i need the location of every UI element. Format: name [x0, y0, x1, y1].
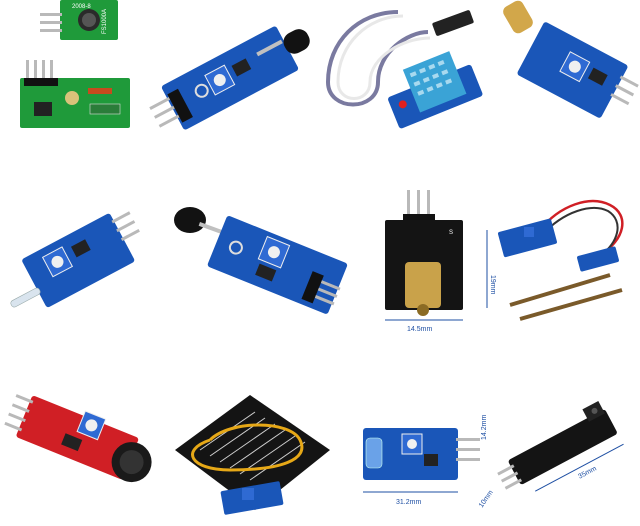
rf-board-label: FS1000A — [102, 9, 108, 34]
rf-module-pair: 2008-8 FS1000A — [20, 0, 130, 128]
laser-board-label: S — [449, 230, 453, 236]
laser-width-dim: 14.5mm — [407, 326, 432, 333]
soil-moisture-sensor — [498, 200, 624, 321]
reed-switch-module — [10, 211, 140, 308]
laser-module: S 19mm 14.5mm — [385, 190, 496, 333]
dht11-sensor-module — [325, 10, 483, 129]
flame-sensor-module — [149, 26, 310, 130]
laser-height-dim: 19mm — [489, 275, 496, 295]
tracking-depth-dim: 10mm — [478, 489, 495, 509]
vibration-sensor-module: 31.2mm — [363, 428, 480, 506]
sound-sensor-module — [4, 394, 152, 483]
rain-sensor-module — [175, 395, 330, 515]
flame-sensor-module-alt — [174, 207, 348, 314]
tracking-height-dim: 14.2mm — [481, 415, 488, 440]
rf-chip-label: 2008-8 — [72, 4, 91, 10]
tilt-sensor-module — [503, 0, 639, 118]
vibration-width-dim: 31.2mm — [396, 499, 421, 506]
line-tracking-sensor: 35mm 14.2mm 10mm — [478, 400, 624, 509]
